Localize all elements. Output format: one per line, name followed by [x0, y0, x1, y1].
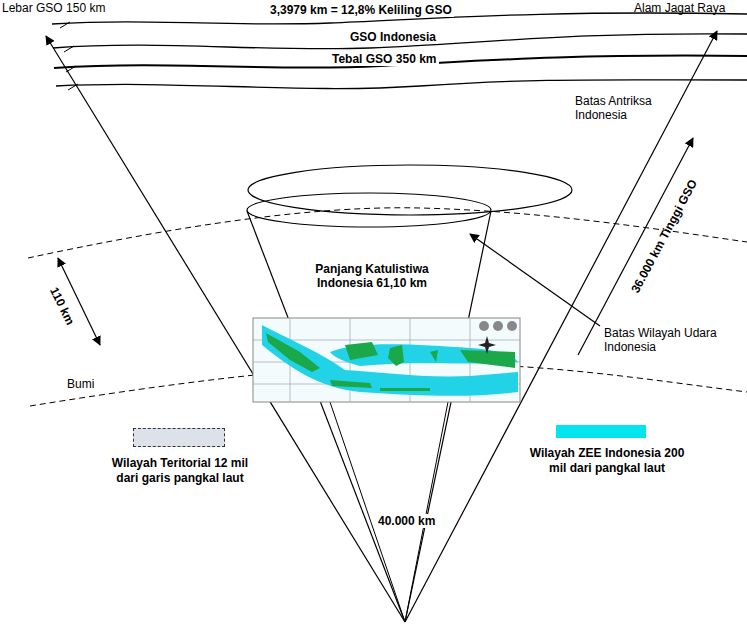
gso-label: GSO Indonesia [348, 30, 438, 44]
indonesia-map [253, 318, 520, 402]
gso-width-label: Lebar GSO 150 km [2, 1, 105, 15]
equator-length-label: Panjang Katulistiwa Indonesia 61,10 km [292, 262, 452, 291]
legend-text: Wilayah Teritorial 12 mil dari garis pan… [100, 456, 260, 486]
space-boundary-label: Batas Antriksa Indonesia [575, 94, 665, 123]
gso-thickness-label: Tebal GSO 350 km [330, 52, 439, 66]
gso-arc-label: 3,3979 km = 12,8% Keliling GSO [268, 3, 454, 17]
legend-swatch [556, 425, 646, 438]
legend-swatch [133, 428, 225, 447]
legend-text: Wilayah ZEE Indonesia 200 mil dari pangk… [522, 446, 692, 476]
universe-label: Alam Jagat Raya [634, 1, 725, 15]
circumference-label: 40.000 km [376, 514, 437, 528]
airspace-boundary-label: Batas Wilayah Udara Indonesia [604, 326, 724, 355]
height-110-label: 110 km [47, 285, 77, 327]
gso-height-label: 36.000 km Tinggi GSO [628, 177, 700, 295]
earth-label: Bumi [67, 377, 94, 391]
